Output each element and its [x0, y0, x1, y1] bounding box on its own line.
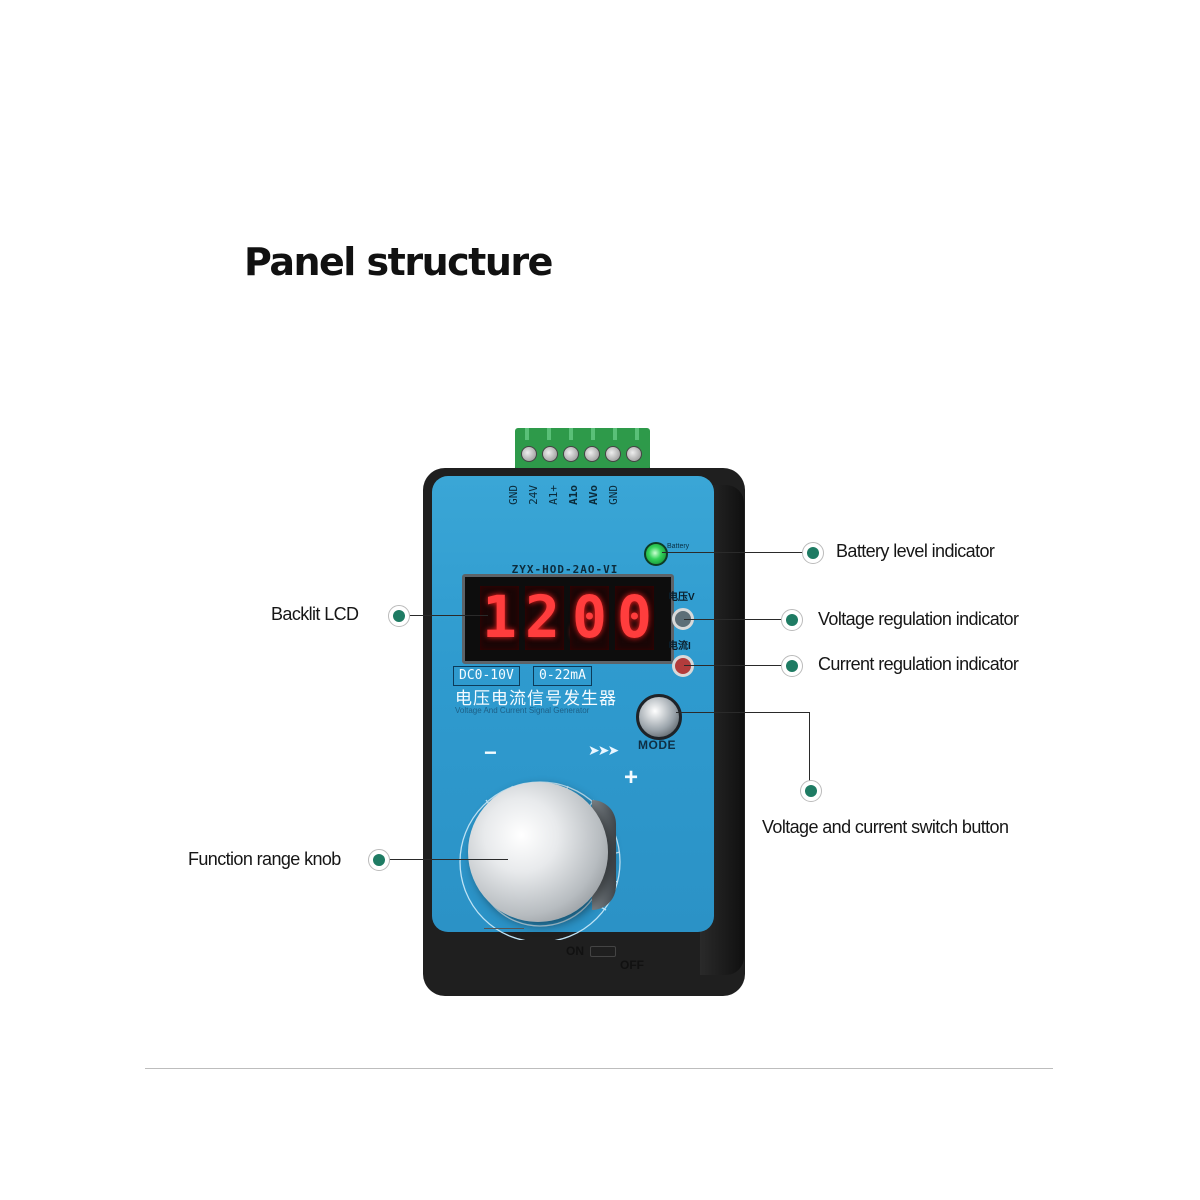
minus-sign: − — [484, 740, 497, 765]
pin-label: GND — [507, 485, 520, 505]
callout-line — [809, 712, 810, 790]
callout-dot-icon — [388, 605, 410, 627]
callout-line — [398, 615, 488, 616]
pin-label: A1o — [567, 485, 580, 505]
terminal-block — [515, 428, 650, 472]
terminal-screw-icon — [521, 446, 537, 462]
plus-sign: + — [624, 764, 639, 791]
divider — [145, 1068, 1053, 1069]
pin-label: A1+ — [547, 485, 560, 505]
lcd-display: 1 2. 0 0 — [480, 583, 660, 651]
current-range: 0-22mA — [533, 666, 592, 686]
power-off-label: OFF — [620, 958, 644, 972]
power-on-label: ON — [566, 944, 584, 958]
callout-knob-label: Function range knob — [188, 849, 341, 869]
device-name-cn: 电压电流信号发生器 — [455, 689, 617, 708]
lcd-digit: 0 — [572, 583, 607, 651]
direction-arrows-icon: ➤➤➤ — [588, 742, 619, 758]
callout-line — [684, 665, 792, 666]
callout-mode-label: Voltage and current switch button — [762, 817, 1009, 837]
range-knob[interactable] — [468, 782, 608, 922]
callout-line — [662, 552, 810, 553]
voltage-range: DC0-10V — [453, 666, 520, 686]
lcd-digit: 1 — [482, 583, 517, 651]
callout-line — [684, 619, 792, 620]
callout-dot-icon — [781, 609, 803, 631]
terminal-screw-icon — [605, 446, 621, 462]
pin-label: 24V — [527, 485, 540, 505]
callout-dot-icon — [781, 655, 803, 677]
voltage-tag: 电压V — [668, 592, 695, 603]
lcd-digit: 0 — [617, 583, 652, 651]
callout-voltage-label: Voltage regulation indicator — [818, 609, 1019, 629]
battery-tag: Battery — [667, 543, 690, 550]
callout-line — [676, 712, 810, 713]
callout-dot-icon — [368, 849, 390, 871]
callout-line — [378, 859, 508, 860]
callout-dot-icon — [802, 542, 824, 564]
current-led-icon — [672, 655, 694, 677]
mode-button[interactable] — [636, 694, 682, 740]
pin-label: GND — [607, 485, 620, 505]
current-tag: 电流I — [668, 641, 691, 652]
callout-lcd-label: Backlit LCD — [271, 604, 359, 624]
model-number: ZYX-HOD-2AO-VI — [511, 563, 619, 576]
device-name-en: Voltage And Current Signal Generator — [455, 706, 590, 715]
charge-port-icon — [484, 928, 524, 936]
terminal-screw-icon — [563, 446, 579, 462]
callout-battery-label: Battery level indicator — [836, 541, 995, 561]
page-title: Panel structure — [244, 240, 553, 284]
battery-led-icon — [644, 542, 668, 566]
pin-label: AVo — [587, 485, 600, 505]
lcd-digit: 2. — [525, 583, 595, 651]
power-switch[interactable] — [590, 946, 616, 957]
terminal-screw-icon — [626, 446, 642, 462]
pin-labels: GND 24V A1+ A1o AVo GND — [505, 485, 625, 525]
mode-label: MODE — [638, 738, 676, 752]
callout-dot-icon — [800, 780, 822, 802]
terminal-screw-icon — [542, 446, 558, 462]
terminal-screw-icon — [584, 446, 600, 462]
callout-current-label: Current regulation indicator — [818, 654, 1019, 674]
